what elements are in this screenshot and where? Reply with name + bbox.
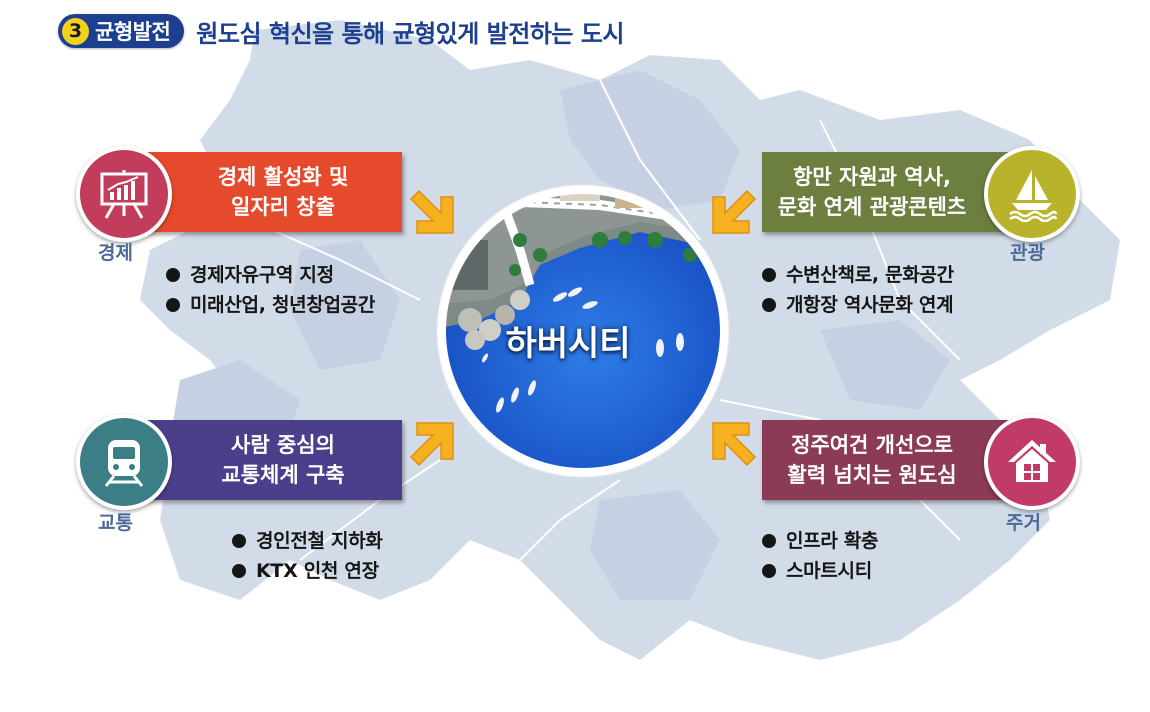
economy-banner-line-2: 일자리 창출 — [231, 195, 335, 219]
tourism-category: 관광 — [1010, 242, 1045, 264]
economy-bullets: 경제자유구역 지정 미래산업, 청년창업공간 — [166, 260, 375, 320]
list-item: 미래산업, 청년창업공간 — [166, 290, 375, 320]
list-item: 스마트시티 — [762, 556, 878, 586]
header: 3 균형발전 원도심 혁신을 통해 균형있게 발전하는 도시 — [58, 14, 624, 48]
housing-banner-line-2: 활력 넘치는 원도심 — [787, 463, 957, 487]
list-item: 인프라 확충 — [762, 526, 879, 556]
transport-category: 교통 — [98, 512, 133, 534]
presentation-chart-icon — [76, 146, 172, 242]
tourism-banner: 항만 자원과 역사, 문화 연계 관광콘텐츠 — [762, 152, 1022, 232]
tourism-banner-line-1: 항만 자원과 역사, — [793, 165, 951, 189]
transport-banner-line-2: 교통체계 구축 — [221, 463, 345, 487]
house-icon — [984, 414, 1080, 510]
arrow-up-left-icon — [712, 422, 757, 467]
economy-category: 경제 — [98, 242, 133, 264]
list-item: KTX 인천 연장 — [232, 556, 383, 586]
badge-number: 3 — [62, 17, 89, 45]
economy-banner-line-1: 경제 활성화 및 — [217, 165, 349, 189]
tourism-banner-line-2: 문화 연계 관광콘텐츠 — [777, 195, 967, 219]
housing-banner-line-1: 정주여건 개선으로 — [791, 433, 953, 457]
train-icon — [76, 414, 172, 510]
list-item: 개항장 역사문화 연계 — [762, 290, 954, 320]
arrow-down-right-icon — [409, 189, 454, 234]
list-item: 경제자유구역 지정 — [166, 260, 375, 290]
section-badge: 3 균형발전 — [58, 14, 185, 48]
sailboat-icon — [984, 146, 1080, 242]
list-item: 경인전철 지하화 — [232, 526, 383, 556]
transport-bullets: 경인전철 지하화 KTX 인천 연장 — [232, 526, 383, 586]
arrow-up-right-icon — [409, 422, 454, 467]
tourism-bullets: 수변산책로, 문화공간 개항장 역사문화 연계 — [762, 260, 954, 320]
badge-label: 균형발전 — [95, 20, 171, 44]
housing-category: 주거 — [1006, 512, 1041, 534]
housing-bullets: 인프라 확충 스마트시티 — [762, 526, 879, 586]
arrow-down-left-icon — [712, 189, 757, 234]
center-label: 하버시티 — [505, 324, 631, 364]
housing-banner: 정주여건 개선으로 활력 넘치는 원도심 — [762, 420, 1022, 500]
transport-banner-line-1: 사람 중심의 — [231, 433, 335, 457]
transport-banner: 사람 중심의 교통체계 구축 — [140, 420, 402, 500]
page-title: 원도심 혁신을 통해 균형있게 발전하는 도시 — [196, 19, 624, 48]
list-item: 수변산책로, 문화공간 — [762, 260, 954, 290]
economy-banner: 경제 활성화 및 일자리 창출 — [140, 152, 402, 232]
